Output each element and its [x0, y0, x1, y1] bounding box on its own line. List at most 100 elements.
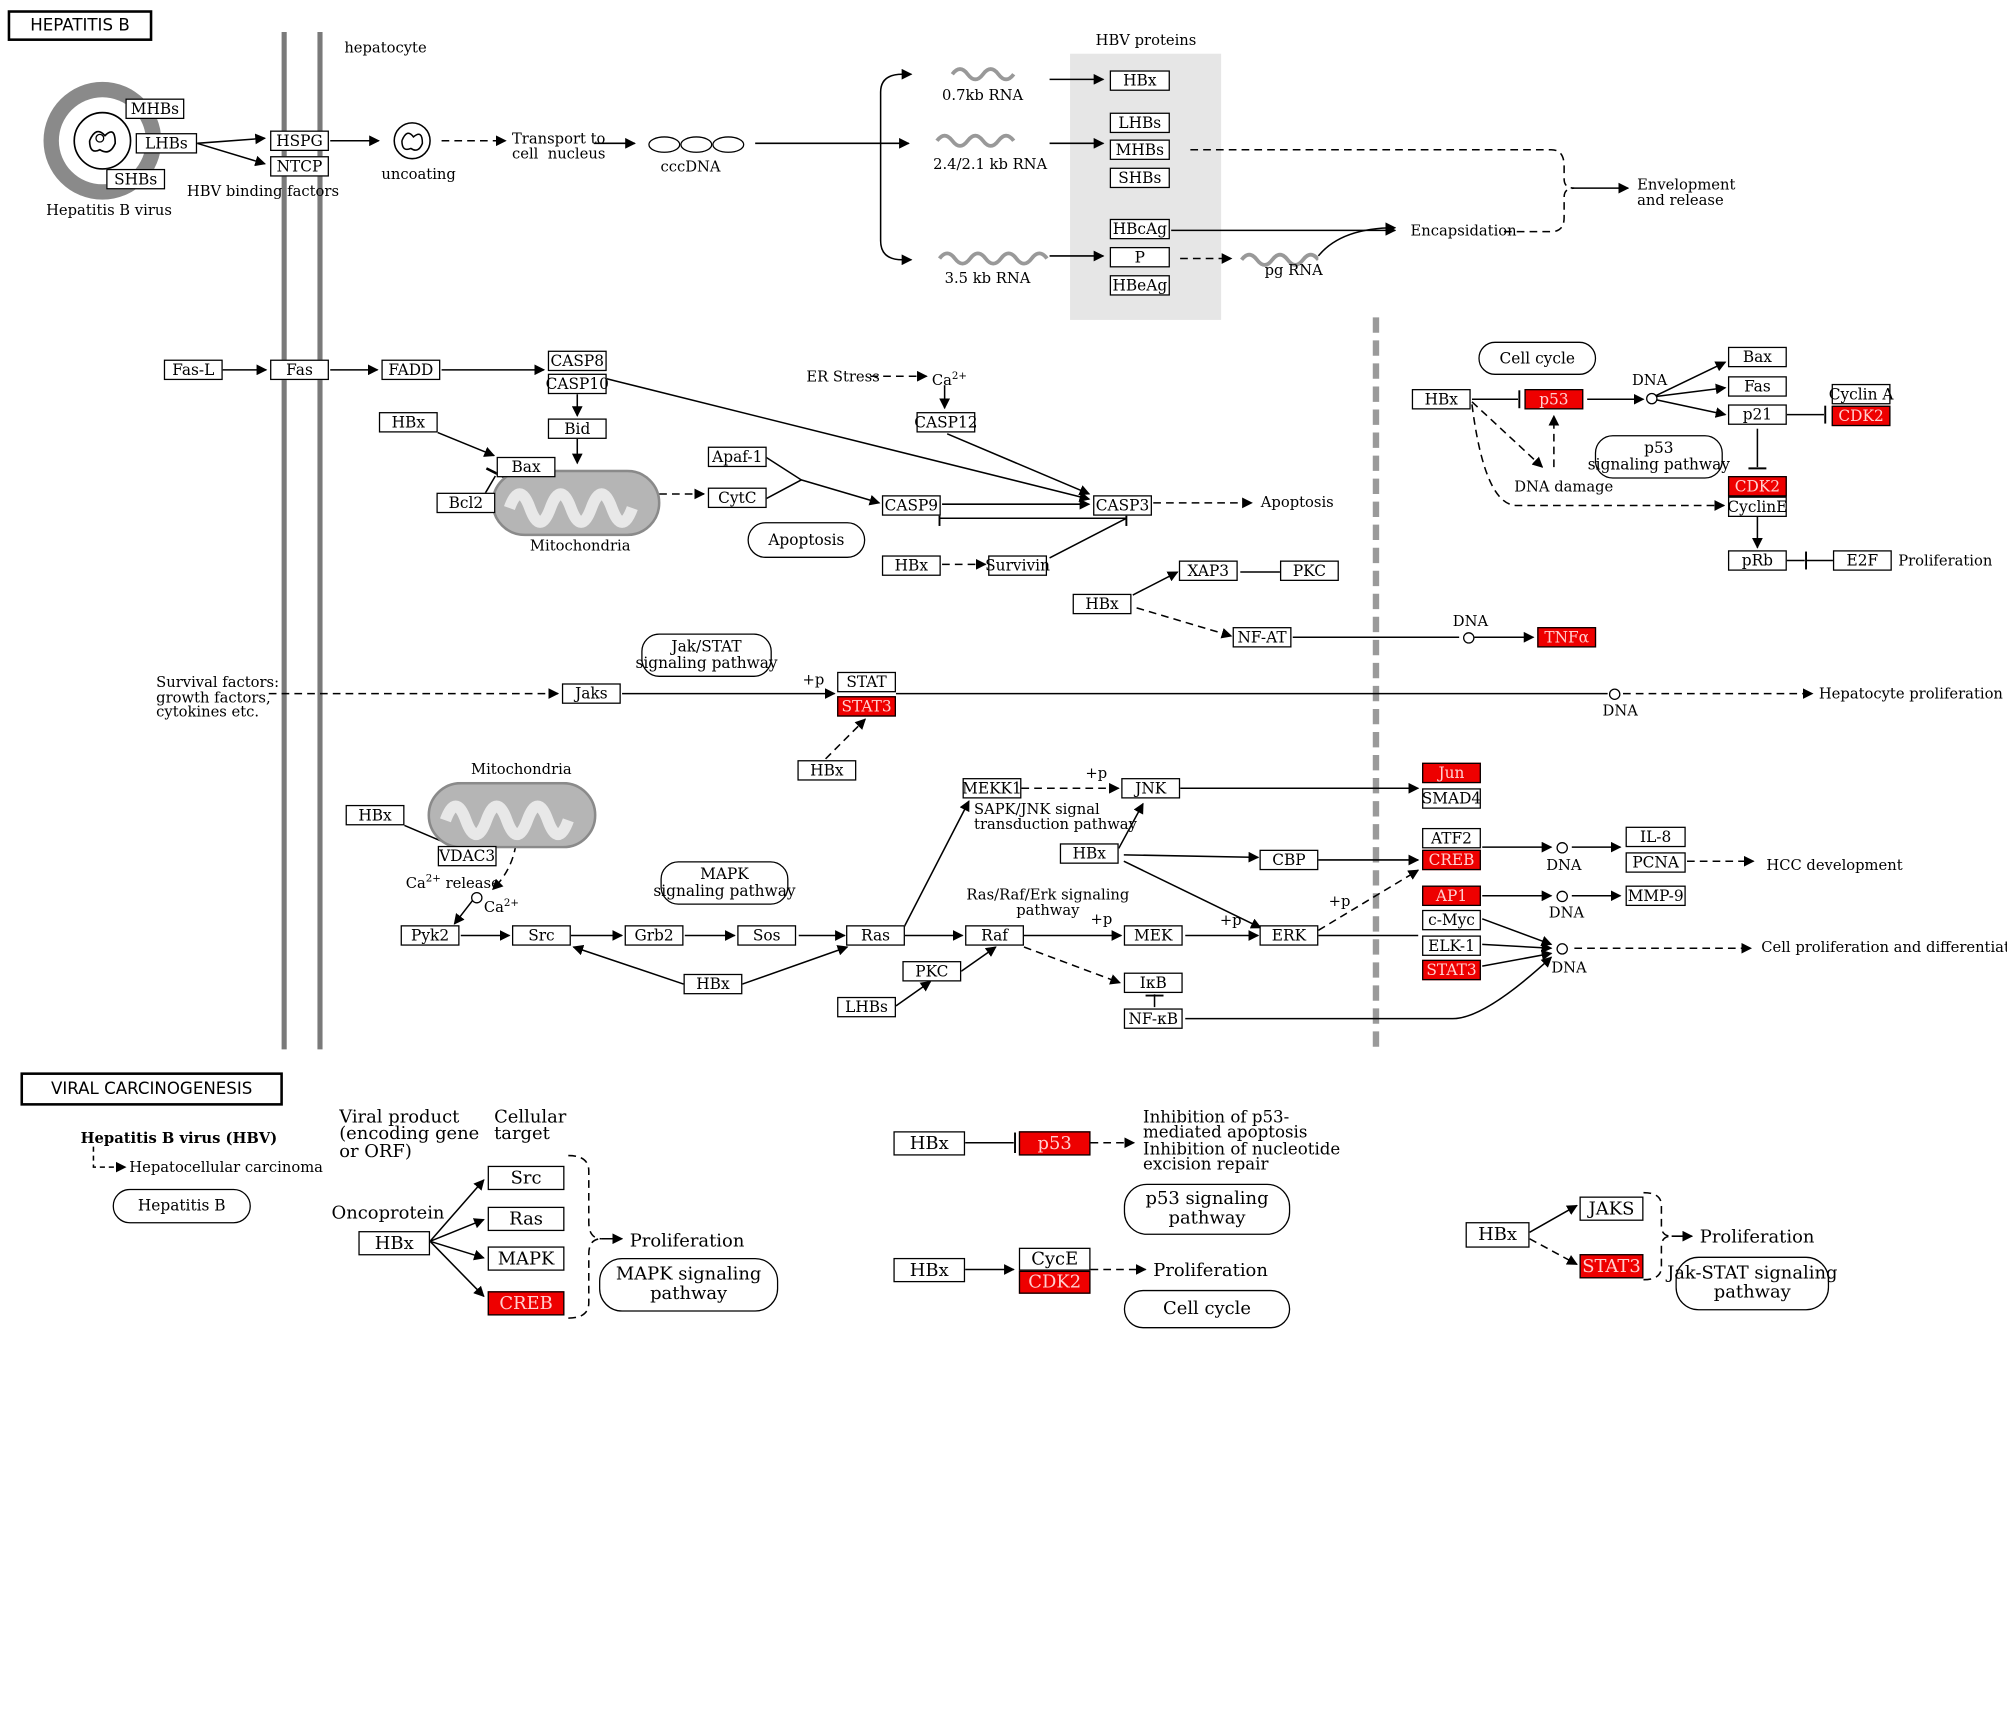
legend-hbx[interactable]: HBx: [1465, 1222, 1530, 1248]
gene-box-cmyc[interactable]: c-Myc: [1422, 909, 1481, 931]
gene-box-casp9[interactable]: CASP9: [881, 495, 941, 516]
gene-box-casp12[interactable]: CASP12: [914, 412, 978, 433]
gene-box-pcna[interactable]: PCNA: [1625, 852, 1686, 873]
gene-box-prb[interactable]: pRb: [1727, 550, 1787, 571]
gene-box-hbx[interactable]: HBx: [1059, 843, 1119, 864]
gene-box-hspg[interactable]: HSPG: [270, 130, 329, 152]
gene-box-vdac3[interactable]: VDAC3: [437, 845, 497, 867]
gene-box-pyk2[interactable]: Pyk2: [400, 925, 460, 946]
gene-box-fadd[interactable]: FADD: [381, 359, 441, 381]
gene-box-pkc[interactable]: PKC: [1279, 560, 1339, 581]
legend-jaks[interactable]: JAKS: [1579, 1196, 1644, 1221]
gene-box-sos[interactable]: Sos: [737, 925, 797, 946]
gene-box-src[interactable]: Src: [511, 925, 571, 946]
gene-box-cbp[interactable]: CBP: [1259, 849, 1319, 871]
legend-hbx[interactable]: HBx: [358, 1231, 431, 1256]
gene-box-erk[interactable]: ERK: [1259, 925, 1319, 946]
legend-src[interactable]: Src: [487, 1165, 565, 1191]
gene-box-cdk2[interactable]: CDK2: [1831, 405, 1891, 427]
gene-box-hbx[interactable]: HBx: [1109, 70, 1170, 91]
gene-box-nfat[interactable]: NF-AT: [1232, 627, 1292, 648]
gene-box-bax[interactable]: Bax: [1727, 346, 1787, 368]
gene-box-grb2[interactable]: Grb2: [624, 925, 684, 946]
gene-box-hbcag[interactable]: HBcAg: [1109, 218, 1170, 240]
legend-hbx[interactable]: HBx: [893, 1131, 966, 1156]
legend-ras[interactable]: Ras: [487, 1206, 565, 1232]
gene-box-hbx[interactable]: HBx: [797, 760, 857, 781]
gene-box-jun[interactable]: Jun: [1422, 762, 1481, 784]
gene-box-hbx[interactable]: HBx: [881, 555, 941, 576]
gene-box-jaks[interactable]: Jaks: [561, 683, 621, 704]
legend-pathway-cell-cycle[interactable]: Cell cycle: [1123, 1289, 1291, 1329]
gene-box-jnk[interactable]: JNK: [1121, 778, 1181, 799]
hepatitis-b-title[interactable]: HEPATITIS B: [7, 10, 153, 41]
gene-box-fas[interactable]: Fas: [1727, 376, 1787, 397]
gene-box-casp10[interactable]: CASP10: [545, 373, 609, 395]
gene-box-fas[interactable]: Fas: [270, 359, 329, 381]
gene-box-elk1[interactable]: ELK-1: [1422, 935, 1481, 956]
pathway-link-cell-cycle[interactable]: Cell cycle: [1478, 341, 1597, 375]
pathway-link-p53[interactable]: p53 signaling pathway: [1588, 435, 1730, 479]
gene-box-ras[interactable]: Ras: [846, 925, 905, 946]
gene-box-cycline[interactable]: CyclinE: [1727, 496, 1788, 517]
gene-box-hbx[interactable]: HBx: [1072, 593, 1132, 615]
legend-creb[interactable]: CREB: [487, 1291, 565, 1316]
legend-pathway-hepatitis-b[interactable]: Hepatitis B: [112, 1188, 251, 1224]
gene-box-smad4[interactable]: SMAD4: [1421, 788, 1482, 809]
gene-box-ap1[interactable]: AP1: [1422, 885, 1481, 907]
gene-box-lhbs[interactable]: LHBs: [135, 133, 198, 154]
legend-stat3[interactable]: STAT3: [1579, 1254, 1644, 1279]
viral-carcinogenesis-title[interactable]: VIRAL CARCINOGENESIS: [20, 1072, 283, 1106]
gene-box-xap3[interactable]: XAP3: [1178, 560, 1238, 581]
gene-box-il8[interactable]: IL-8: [1625, 826, 1686, 848]
legend-cyce[interactable]: CycE: [1018, 1247, 1091, 1271]
gene-box-tnfa[interactable]: TNFα: [1537, 627, 1597, 648]
gene-box-mhbs[interactable]: MHBs: [1109, 139, 1170, 160]
gene-box-creb[interactable]: CREB: [1422, 849, 1481, 871]
gene-box-cytc[interactable]: CytC: [707, 487, 767, 509]
gene-box-bid[interactable]: Bid: [547, 418, 607, 439]
gene-box-hbx[interactable]: HBx: [1411, 389, 1471, 410]
gene-box-hbx[interactable]: HBx: [683, 973, 743, 995]
gene-box-stat3[interactable]: STAT3: [837, 696, 896, 717]
legend-pathway-mapk[interactable]: MAPK signaling pathway: [599, 1257, 779, 1312]
gene-box-casp3[interactable]: CASP3: [1093, 495, 1152, 516]
gene-box-hbx[interactable]: HBx: [345, 804, 405, 826]
gene-box-pkc[interactable]: PKC: [902, 961, 962, 982]
gene-box-cyclina[interactable]: Cyclin A: [1828, 383, 1894, 405]
legend-mapk[interactable]: MAPK: [487, 1246, 565, 1271]
gene-box-hbeag[interactable]: HBeAg: [1109, 275, 1170, 296]
gene-box-survivin[interactable]: Survivin: [985, 555, 1050, 576]
gene-box-cdk2[interactable]: CDK2: [1727, 476, 1787, 497]
pathway-link-mapk[interactable]: MAPK signaling pathway: [653, 861, 796, 905]
pathway-link-apoptosis[interactable]: Apoptosis: [747, 522, 866, 558]
gene-box-stat3[interactable]: STAT3: [1422, 959, 1481, 981]
gene-box-apaf1[interactable]: Apaf-1: [707, 446, 767, 468]
gene-box-hbx[interactable]: HBx: [378, 412, 438, 433]
gene-box-fasl[interactable]: Fas-L: [163, 359, 223, 381]
gene-box-lhbs[interactable]: LHBs: [837, 996, 896, 1018]
gene-box-ntcp[interactable]: NTCP: [270, 156, 329, 177]
gene-box-raf[interactable]: Raf: [965, 925, 1024, 946]
legend-cdk2[interactable]: CDK2: [1018, 1270, 1091, 1294]
gene-box-mekk1[interactable]: MEKK1: [962, 778, 1022, 799]
gene-box-shbs[interactable]: SHBs: [106, 168, 166, 190]
gene-box-lhbs[interactable]: LHBs: [1109, 112, 1170, 134]
gene-box-mhbs[interactable]: MHBs: [125, 98, 185, 120]
gene-box-casp8[interactable]: CASP8: [547, 350, 607, 372]
gene-box-atf2[interactable]: ATF2: [1422, 827, 1481, 849]
gene-box-mmp9[interactable]: MMP-9: [1625, 885, 1686, 907]
gene-box-mek[interactable]: MEK: [1123, 925, 1183, 946]
pathway-link-jakstat[interactable]: Jak/STAT signaling pathway: [635, 633, 778, 677]
gene-box-bax[interactable]: Bax: [496, 456, 556, 478]
gene-box-bcl2[interactable]: Bcl2: [436, 492, 496, 514]
gene-box-p53[interactable]: p53: [1524, 389, 1584, 410]
gene-box-p21[interactable]: p21: [1727, 404, 1787, 425]
legend-p53[interactable]: p53: [1018, 1131, 1091, 1156]
legend-pathway-p53[interactable]: p53 signaling pathway: [1123, 1183, 1291, 1235]
gene-box-e2f[interactable]: E2F: [1832, 550, 1892, 571]
gene-box-shbs[interactable]: SHBs: [1109, 167, 1170, 189]
gene-box-ikb[interactable]: IκB: [1123, 972, 1183, 994]
gene-box-p[interactable]: P: [1109, 246, 1170, 268]
legend-hbx[interactable]: HBx: [893, 1257, 966, 1283]
